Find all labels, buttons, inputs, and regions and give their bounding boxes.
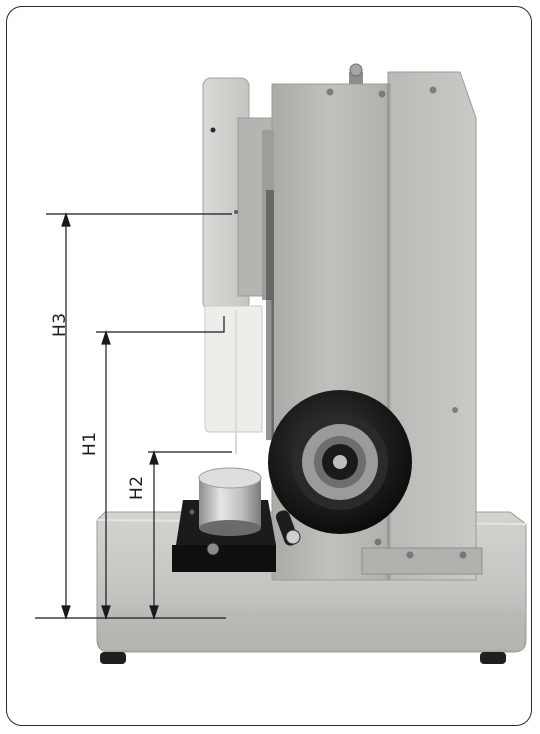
h1-label: H1 [80,431,100,456]
gauge-panel [202,77,274,311]
h3-label: H3 [50,312,70,337]
h3-arrow-top [61,212,71,227]
test-weight [198,467,262,536]
h1-arrow-bottom [101,605,111,620]
lower-housing [204,305,263,454]
foot-left [100,652,126,664]
h2-arrow-top [149,450,159,465]
foot-right [480,652,506,664]
h2-arrow-bottom [149,605,159,620]
h1-top-line [96,316,225,333]
h3-arrow-bottom [61,605,71,620]
h2-label: H2 [127,475,147,500]
handwheel [268,390,412,546]
dimension-lines [35,212,232,620]
rear-bracket [361,538,483,575]
h1-arrow-top [101,330,111,345]
slide-rail [266,190,274,440]
